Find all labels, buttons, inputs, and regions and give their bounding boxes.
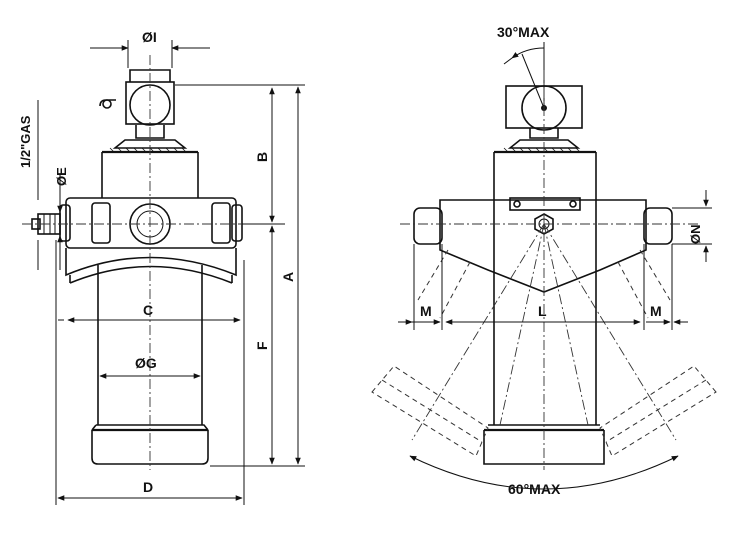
dimension-m-l-m: M L M	[398, 244, 688, 330]
dimension-n: ØN	[672, 190, 712, 262]
tilt-label: 30°MAX	[497, 24, 550, 40]
dim-label-l: L	[538, 303, 547, 319]
dim-label-b: B	[254, 152, 270, 162]
dim-label-e: ØE	[54, 167, 69, 186]
dimension-d: D	[55, 240, 245, 505]
front-view: ØI 1/2"GAS ØE B A	[18, 29, 305, 505]
dimension-c: C	[58, 260, 245, 323]
top-eye-mount	[99, 69, 198, 154]
dimension-i: ØI	[90, 29, 210, 68]
dim-label-c: C	[143, 302, 153, 318]
swing-indicator: 60°MAX	[409, 455, 679, 497]
dimension-g: ØG	[99, 355, 201, 379]
tilt-indicator: 30°MAX	[497, 24, 550, 109]
dim-label-a: A	[280, 272, 296, 282]
dim-label-d: D	[143, 479, 153, 495]
dim-label-n: ØN	[688, 225, 703, 245]
side-body	[413, 152, 673, 465]
swing-left-position	[371, 249, 489, 457]
side-top-eye	[494, 85, 596, 154]
dimensions-right: B A F	[175, 84, 305, 467]
dim-label-m-right: M	[650, 303, 662, 319]
dim-label-gas: 1/2"GAS	[18, 115, 33, 168]
dim-label-m-left: M	[420, 303, 432, 319]
dim-label-g: ØG	[135, 355, 157, 371]
swing-right-position	[599, 249, 717, 457]
swing-label: 60°MAX	[508, 481, 561, 497]
side-view: 30°MAX	[371, 24, 717, 497]
dimension-e: 1/2"GAS ØE	[18, 100, 69, 270]
dim-label-i: ØI	[142, 29, 157, 45]
dim-label-f: F	[254, 341, 270, 350]
